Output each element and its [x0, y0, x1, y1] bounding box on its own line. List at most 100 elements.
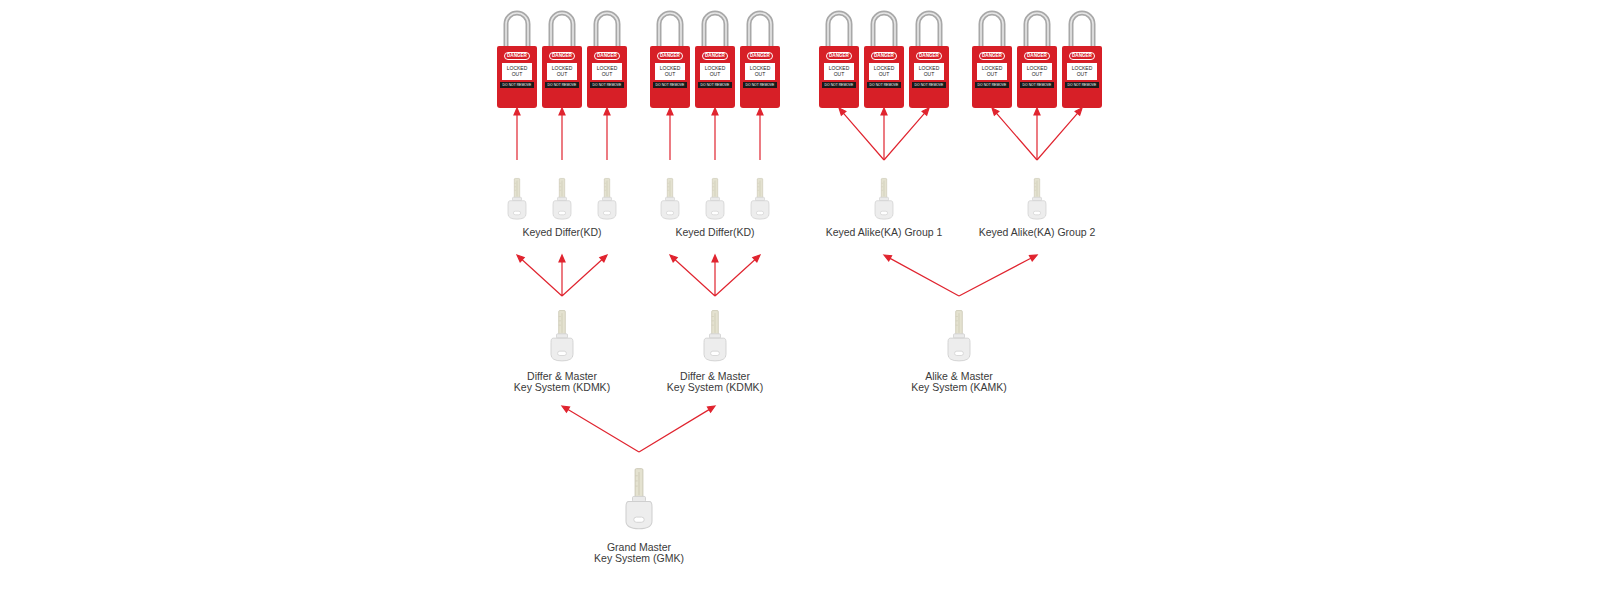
warning-band-text: DO NOT REMOVE [975, 82, 1009, 88]
arrow-connector [667, 108, 673, 160]
lock-tag-panel: LOCKED OUT [745, 63, 775, 80]
padlock-shackle [502, 10, 532, 50]
lock-tag-text: LOCKED OUT [547, 66, 577, 77]
lock-tag-text: LOCKED OUT [977, 66, 1007, 77]
arrow-connector [1034, 108, 1040, 160]
danger-text: DANGER [1069, 52, 1095, 60]
padlock-shackle [824, 10, 854, 50]
warning-band-text: DO NOT REMOVE [1065, 82, 1099, 88]
group-label: Keyed Alike(KA) Group 1 [809, 227, 959, 238]
danger-text: DANGER [702, 52, 728, 60]
key-icon [706, 178, 724, 220]
arrow-connector [517, 255, 607, 296]
lock-tag-text: LOCKED OUT [914, 66, 944, 77]
wrap-spacer [753, 371, 767, 382]
padlock: DANGER LOCKED OUT DO NOT REMOVE [1062, 46, 1102, 108]
danger-text: DANGER [1024, 52, 1050, 60]
padlock-shackle [1022, 10, 1052, 50]
wrap-spacer [997, 371, 1011, 382]
master-label: Grand Master Key System (GMK) [594, 541, 684, 564]
key-icon [598, 178, 616, 220]
master-label-wrap: Differ & Master Key System (KDMK) [663, 371, 767, 393]
arrow-connector [884, 255, 959, 296]
padlock: DANGER LOCKED OUT DO NOT REMOVE [909, 46, 949, 108]
key-group: Keyed Differ(KD) [487, 160, 637, 255]
wrap-spacer [600, 371, 614, 382]
master-key: Grand Master Key System (GMK) [574, 452, 704, 568]
warning-band-text: DO NOT REMOVE [867, 82, 901, 88]
padlock: DANGER LOCKED OUT DO NOT REMOVE [740, 46, 780, 108]
padlock: DANGER LOCKED OUT DO NOT REMOVE [864, 46, 904, 108]
arrow-connector [639, 406, 715, 452]
warning-band-text: DO NOT REMOVE [912, 82, 946, 88]
arrow-connector [839, 108, 884, 160]
arrow-connector [1037, 108, 1082, 160]
master-key: Differ & Master Key System (KDMK) [650, 296, 780, 406]
master-label-wrap: Differ & Master Key System (KDMK) [510, 371, 614, 393]
arrow-connector [992, 108, 1037, 160]
padlock: DANGER LOCKED OUT DO NOT REMOVE [1017, 46, 1057, 108]
lock-tag-panel: LOCKED OUT [655, 63, 685, 80]
padlock: DANGER LOCKED OUT DO NOT REMOVE [542, 46, 582, 108]
padlock-shackle [869, 10, 899, 50]
lock-tag-panel: LOCKED OUT [824, 63, 854, 80]
arrow-connector [959, 255, 1037, 296]
master-label: Differ & Master Key System (KDMK) [667, 370, 763, 393]
master-label: Differ & Master Key System (KDMK) [514, 370, 610, 393]
danger-text: DANGER [504, 52, 530, 60]
lock-tag-text: LOCKED OUT [700, 66, 730, 77]
arrow-connector [562, 406, 639, 452]
lock-tag-panel: LOCKED OUT [700, 63, 730, 80]
key-icon [1028, 178, 1046, 220]
lock-tag-panel: LOCKED OUT [869, 63, 899, 80]
warning-band-text: DO NOT REMOVE [653, 82, 687, 88]
danger-text: DANGER [657, 52, 683, 60]
group-label: Keyed Alike(KA) Group 2 [962, 227, 1112, 238]
warning-band-text: DO NOT REMOVE [590, 82, 624, 88]
master-label: Alike & Master Key System (KAMK) [911, 370, 1007, 393]
arrow-connector [712, 108, 718, 160]
padlock-shackle [655, 10, 685, 50]
danger-text: DANGER [916, 52, 942, 60]
danger-text: DANGER [549, 52, 575, 60]
key-icon [626, 468, 652, 530]
padlock: DANGER LOCKED OUT DO NOT REMOVE [972, 46, 1012, 108]
padlock-shackle [1067, 10, 1097, 50]
lock-tag-text: LOCKED OUT [502, 66, 532, 77]
key-icon [751, 178, 769, 220]
warning-band-text: DO NOT REMOVE [1020, 82, 1054, 88]
master-key: Differ & Master Key System (KDMK) [497, 296, 627, 406]
padlock: DANGERLOCKED OUTDO NOT REMOVE [587, 46, 627, 108]
key-icon [661, 178, 679, 220]
key-icon [551, 310, 573, 362]
wrap-spacer [907, 371, 921, 382]
lock-tag-text: LOCKED OUT [655, 66, 685, 77]
lock-tag-panel: LOCKED OUT [1067, 63, 1097, 80]
padlock-shackle [700, 10, 730, 50]
padlock: DANGER LOCKED OUT DO NOT REMOVE [695, 46, 735, 108]
wrap-spacer [663, 371, 677, 382]
warning-band-text: DO NOT REMOVE [698, 82, 732, 88]
key-group: Keyed Differ(KD) [640, 160, 790, 255]
danger-text: DANGER [747, 52, 773, 60]
warning-band-text: DO NOT REMOVE [545, 82, 579, 88]
warning-band-text: DO NOT REMOVE [500, 82, 534, 88]
warning-band-text: DO NOT REMOVE [743, 82, 777, 88]
padlock-shackle [592, 10, 622, 50]
lock-tag-panel: LOCKED OUT [1022, 63, 1052, 80]
arrow-connector [884, 108, 929, 160]
danger-text: DANGER [594, 52, 620, 60]
group-label: Keyed Differ(KD) [640, 227, 790, 238]
danger-text: DANGER [979, 52, 1005, 60]
arrow-connector [757, 108, 763, 160]
danger-text: DANGER [871, 52, 897, 60]
key-icon [948, 310, 970, 362]
arrow-connector [881, 108, 887, 160]
key-group: Keyed Alike(KA) Group 2 [962, 160, 1112, 255]
master-key: Alike & Master Key System (KAMK) [894, 296, 1024, 406]
padlock-shackle [547, 10, 577, 50]
wrap-spacer [587, 542, 601, 553]
arrow-connector [670, 255, 760, 296]
padlock: DANGER LOCKED OUT DO NOT REMOVE [497, 46, 537, 108]
